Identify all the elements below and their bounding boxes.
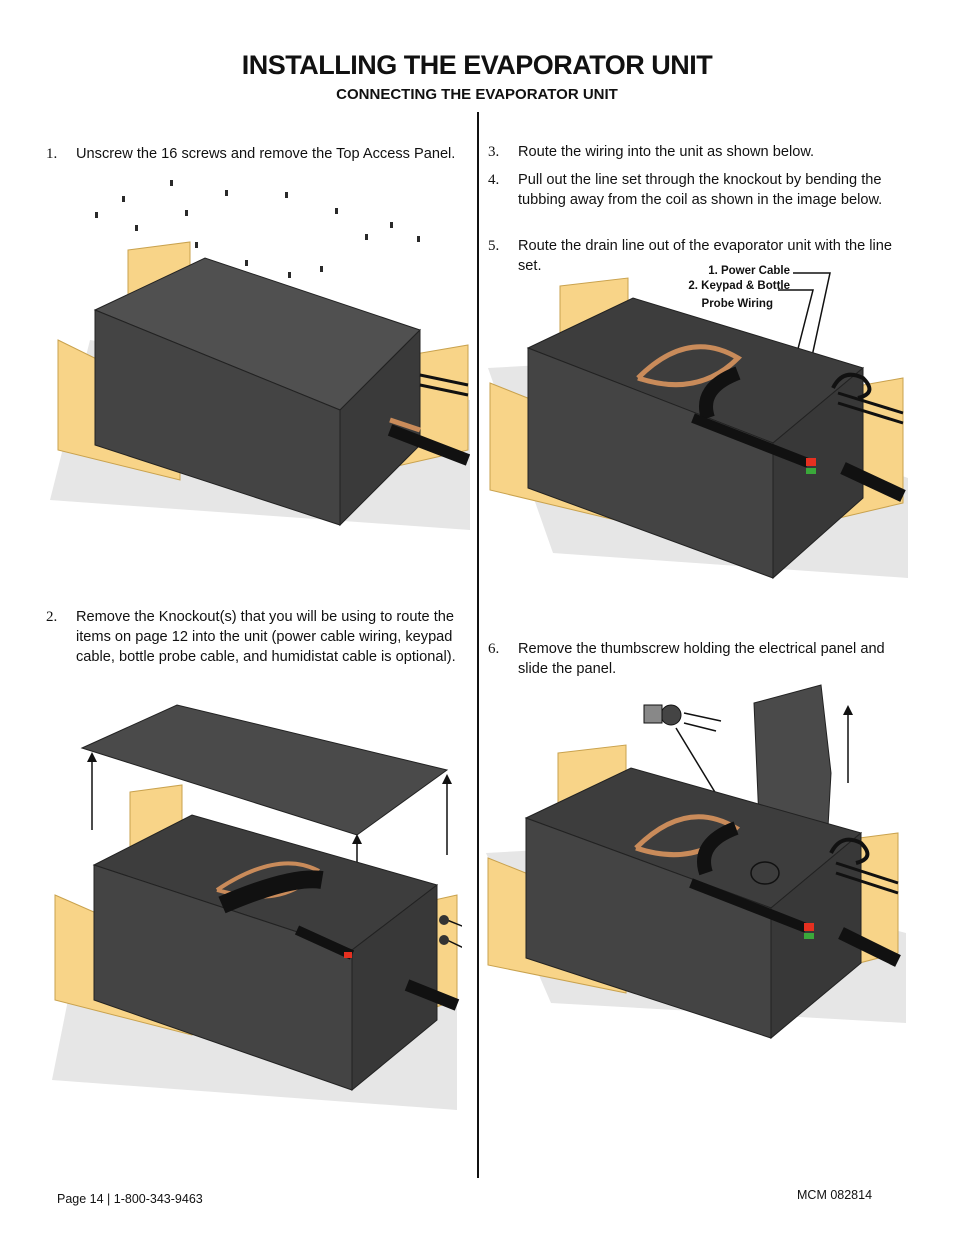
column-divider (477, 112, 479, 1178)
figure-remove-top-panel (50, 180, 470, 530)
step-number: 3. (488, 144, 500, 160)
step-number: 4. (488, 172, 500, 188)
section-subtitle: CONNECTING THE EVAPORATOR UNIT (336, 86, 618, 103)
step-number: 2. (46, 609, 58, 625)
figure-route-wiring (488, 272, 908, 580)
callout-power-cable: 1. Power Cable (708, 265, 790, 277)
step-text: Remove the Knockout(s) that you will be … (76, 609, 456, 665)
step-number: 5. (488, 238, 500, 254)
step-text: Unscrew the 16 screws and remove the Top… (76, 146, 456, 162)
figure-remove-knockouts (52, 704, 462, 1110)
thumbscrew-icon (660, 704, 682, 726)
step-text: Remove the thumbscrew holding the electr… (518, 641, 885, 677)
step-text: Pull out the line set through the knocko… (518, 172, 883, 208)
page-title: INSTALLING THE EVAPORATOR UNIT (241, 50, 713, 80)
footer-doc-code: MCM 082814 (797, 1188, 873, 1202)
step-number: 1. (46, 146, 58, 162)
step-text: Route the wiring into the unit as shown … (518, 144, 815, 160)
callout-keypad-wiring-line1: 2. Keypad & Bottle (688, 280, 790, 292)
step-number: 6. (488, 641, 500, 657)
step-6: 6. Remove the thumbscrew holding the ele… (488, 639, 913, 679)
callout-keypad-wiring-line2: Probe Wiring (701, 298, 773, 310)
figure-slide-electrical-panel (486, 684, 906, 1040)
step-2: 2. Remove the Knockout(s) that you will … (46, 607, 471, 667)
footer-page-info: Page 14 | 1-800-343-9463 (57, 1192, 203, 1206)
step-1: 1. Unscrew the 16 screws and remove the … (46, 144, 456, 164)
step-4: 4. Pull out the line set through the kno… (488, 170, 913, 210)
step-text: Route the drain line out of the evaporat… (518, 238, 893, 274)
step-3: 3. Route the wiring into the unit as sho… (488, 142, 913, 162)
step-5: 5. Route the drain line out of the evapo… (488, 236, 913, 276)
